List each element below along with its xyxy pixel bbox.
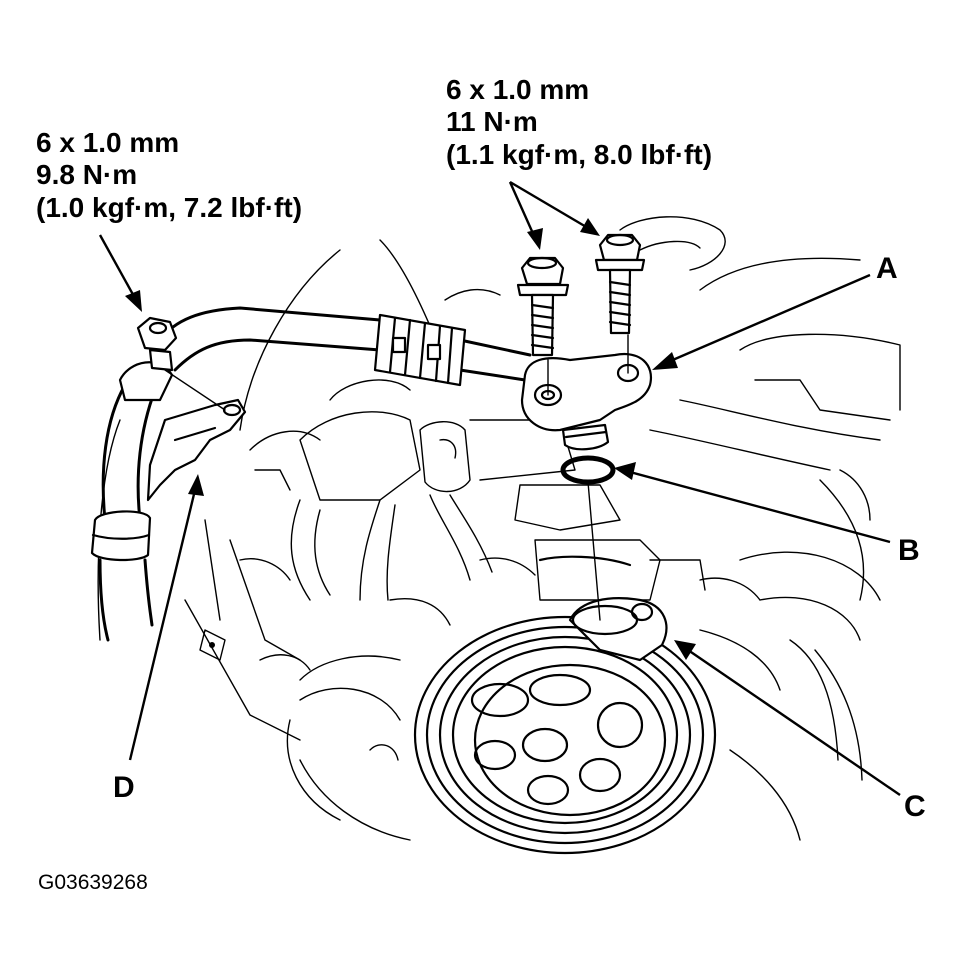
pump-body	[538, 555, 668, 662]
pointer-d	[128, 474, 204, 761]
callout-b: B	[898, 534, 920, 567]
callout-d: D	[113, 771, 135, 804]
flange-plate-a	[520, 352, 653, 451]
pointer-c	[674, 640, 901, 796]
bolt-right	[594, 233, 646, 335]
bracket-d	[146, 398, 247, 502]
pulley	[413, 615, 717, 855]
callout-a: A	[876, 252, 898, 285]
spec-top-line2: 11 N·m	[446, 106, 538, 137]
bolt-left	[516, 256, 570, 357]
spec-left-line3: (1.0 kgf·m, 7.2 lbf·ft)	[36, 192, 302, 223]
hose-sleeve	[373, 313, 467, 387]
callout-c: C	[904, 790, 926, 823]
spec-left-line2: 9.8 N·m	[36, 159, 137, 190]
left-hose-fitting	[90, 316, 178, 642]
pointer-b	[614, 462, 891, 544]
alignment-lines	[164, 334, 629, 621]
spec-left-line1: 6 x 1.0 mm	[36, 127, 179, 158]
spec-top-line1: 6 x 1.0 mm	[446, 74, 589, 105]
pressure-hose	[158, 306, 532, 382]
pointer-top-spec	[508, 180, 600, 250]
spec-top-text: 6 x 1.0 mm 11 N·m (1.1 kgf·m, 8.0 lbf·ft…	[446, 74, 712, 170]
spec-top-line3: (1.1 kgf·m, 8.0 lbf·ft)	[446, 139, 712, 170]
pointer-a	[652, 273, 871, 370]
engine-background	[97, 216, 901, 841]
figure-id: G03639268	[38, 871, 148, 894]
spec-left-text: 6 x 1.0 mm 9.8 N·m (1.0 kgf·m, 7.2 lbf·f…	[36, 127, 302, 223]
pointer-left-spec	[98, 234, 142, 312]
